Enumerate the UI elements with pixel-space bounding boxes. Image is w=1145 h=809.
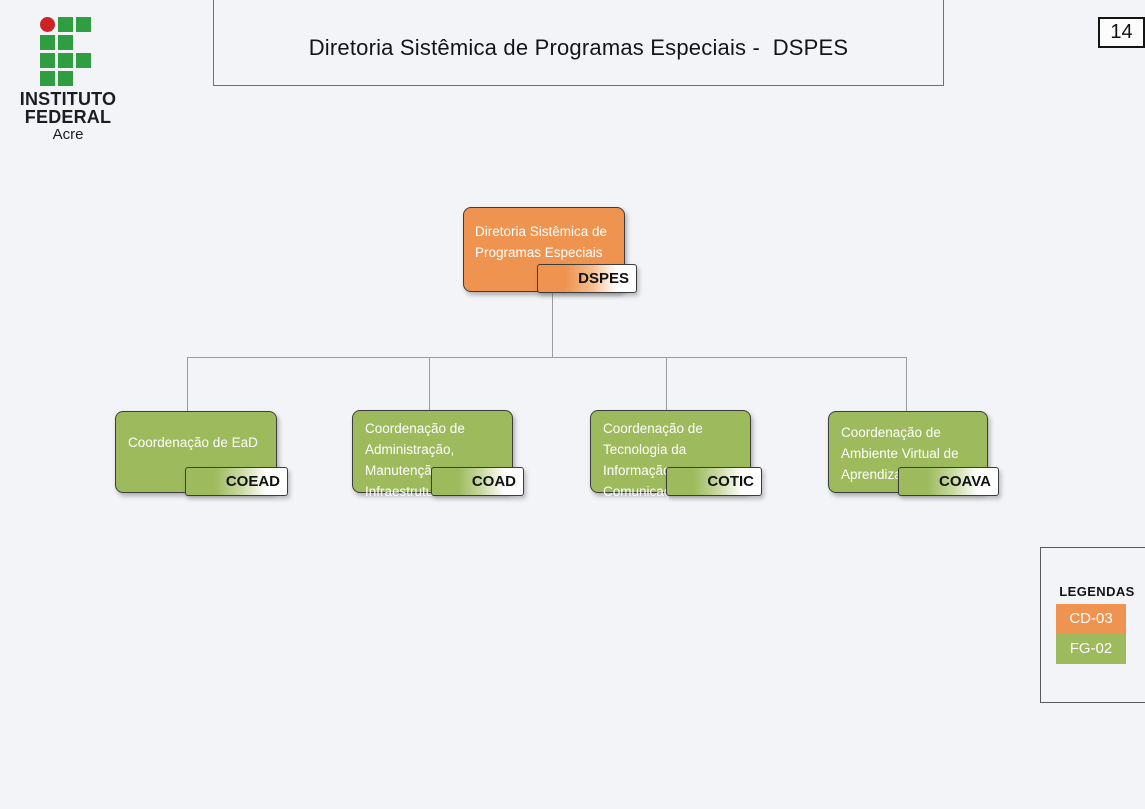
page-number: 14 (1110, 21, 1133, 43)
connector-drop-coead (187, 357, 188, 412)
connector-drop-coad (429, 357, 430, 411)
org-node-tag-coava: COAVA (898, 467, 999, 496)
logo-line-instituto: INSTITUTO (19, 89, 117, 109)
org-node-tag-coad: COAD (430, 467, 524, 496)
legend-item-cd03: CD-03 (1056, 604, 1126, 634)
org-node-label: Coordenação de Administração, Manutenção… (365, 421, 465, 499)
logo-line-federal: FEDERAL (24, 107, 112, 127)
legend-swatches: CD-03 FG-02 (1056, 604, 1126, 664)
org-node-label: Coordenação de EaD (128, 435, 258, 450)
org-node-dspes: Diretoria Sistêmica de Programas Especia… (463, 207, 637, 293)
logo-wordmark: INSTITUTO FEDERAL Acre (6, 90, 130, 143)
org-node-label: Diretoria Sistêmica de Programas Especia… (475, 224, 608, 260)
title-box: Diretoria Sistêmica de Programas Especia… (213, 0, 944, 86)
page-number-box: 14 (1098, 17, 1145, 48)
org-node-cotic: Coordenação de Tecnologia da Informação … (590, 410, 762, 499)
connector-root-stem (552, 290, 553, 357)
if-logo-icon (40, 17, 91, 86)
connector-drop-cotic (666, 357, 667, 411)
org-node-tag-coead: COEAD (184, 467, 288, 496)
legend-title: LEGENDAS (1059, 584, 1135, 599)
logo-red-dot (40, 17, 55, 32)
org-node-coava: Coordenação de Ambiente Virtual de Apren… (828, 411, 999, 496)
legend-item-fg02: FG-02 (1056, 634, 1126, 664)
legend-box: LEGENDAS CD-03 FG-02 (1040, 547, 1145, 703)
page-title: Diretoria Sistêmica de Programas Especia… (308, 35, 849, 60)
org-node-label: Coordenação de Tecnologia da Informação … (603, 421, 703, 499)
logo-line-acre: Acre (52, 126, 84, 143)
org-node-tag-cotic: COTIC (666, 467, 762, 496)
org-node-coead: Coordenação de EaD COEAD (115, 411, 288, 496)
connector-drop-coava (906, 357, 907, 412)
org-node-coad: Coordenação de Administração, Manutenção… (352, 410, 524, 499)
connector-horizontal (187, 357, 907, 358)
org-node-tag-dspes: DSPES (537, 264, 637, 293)
